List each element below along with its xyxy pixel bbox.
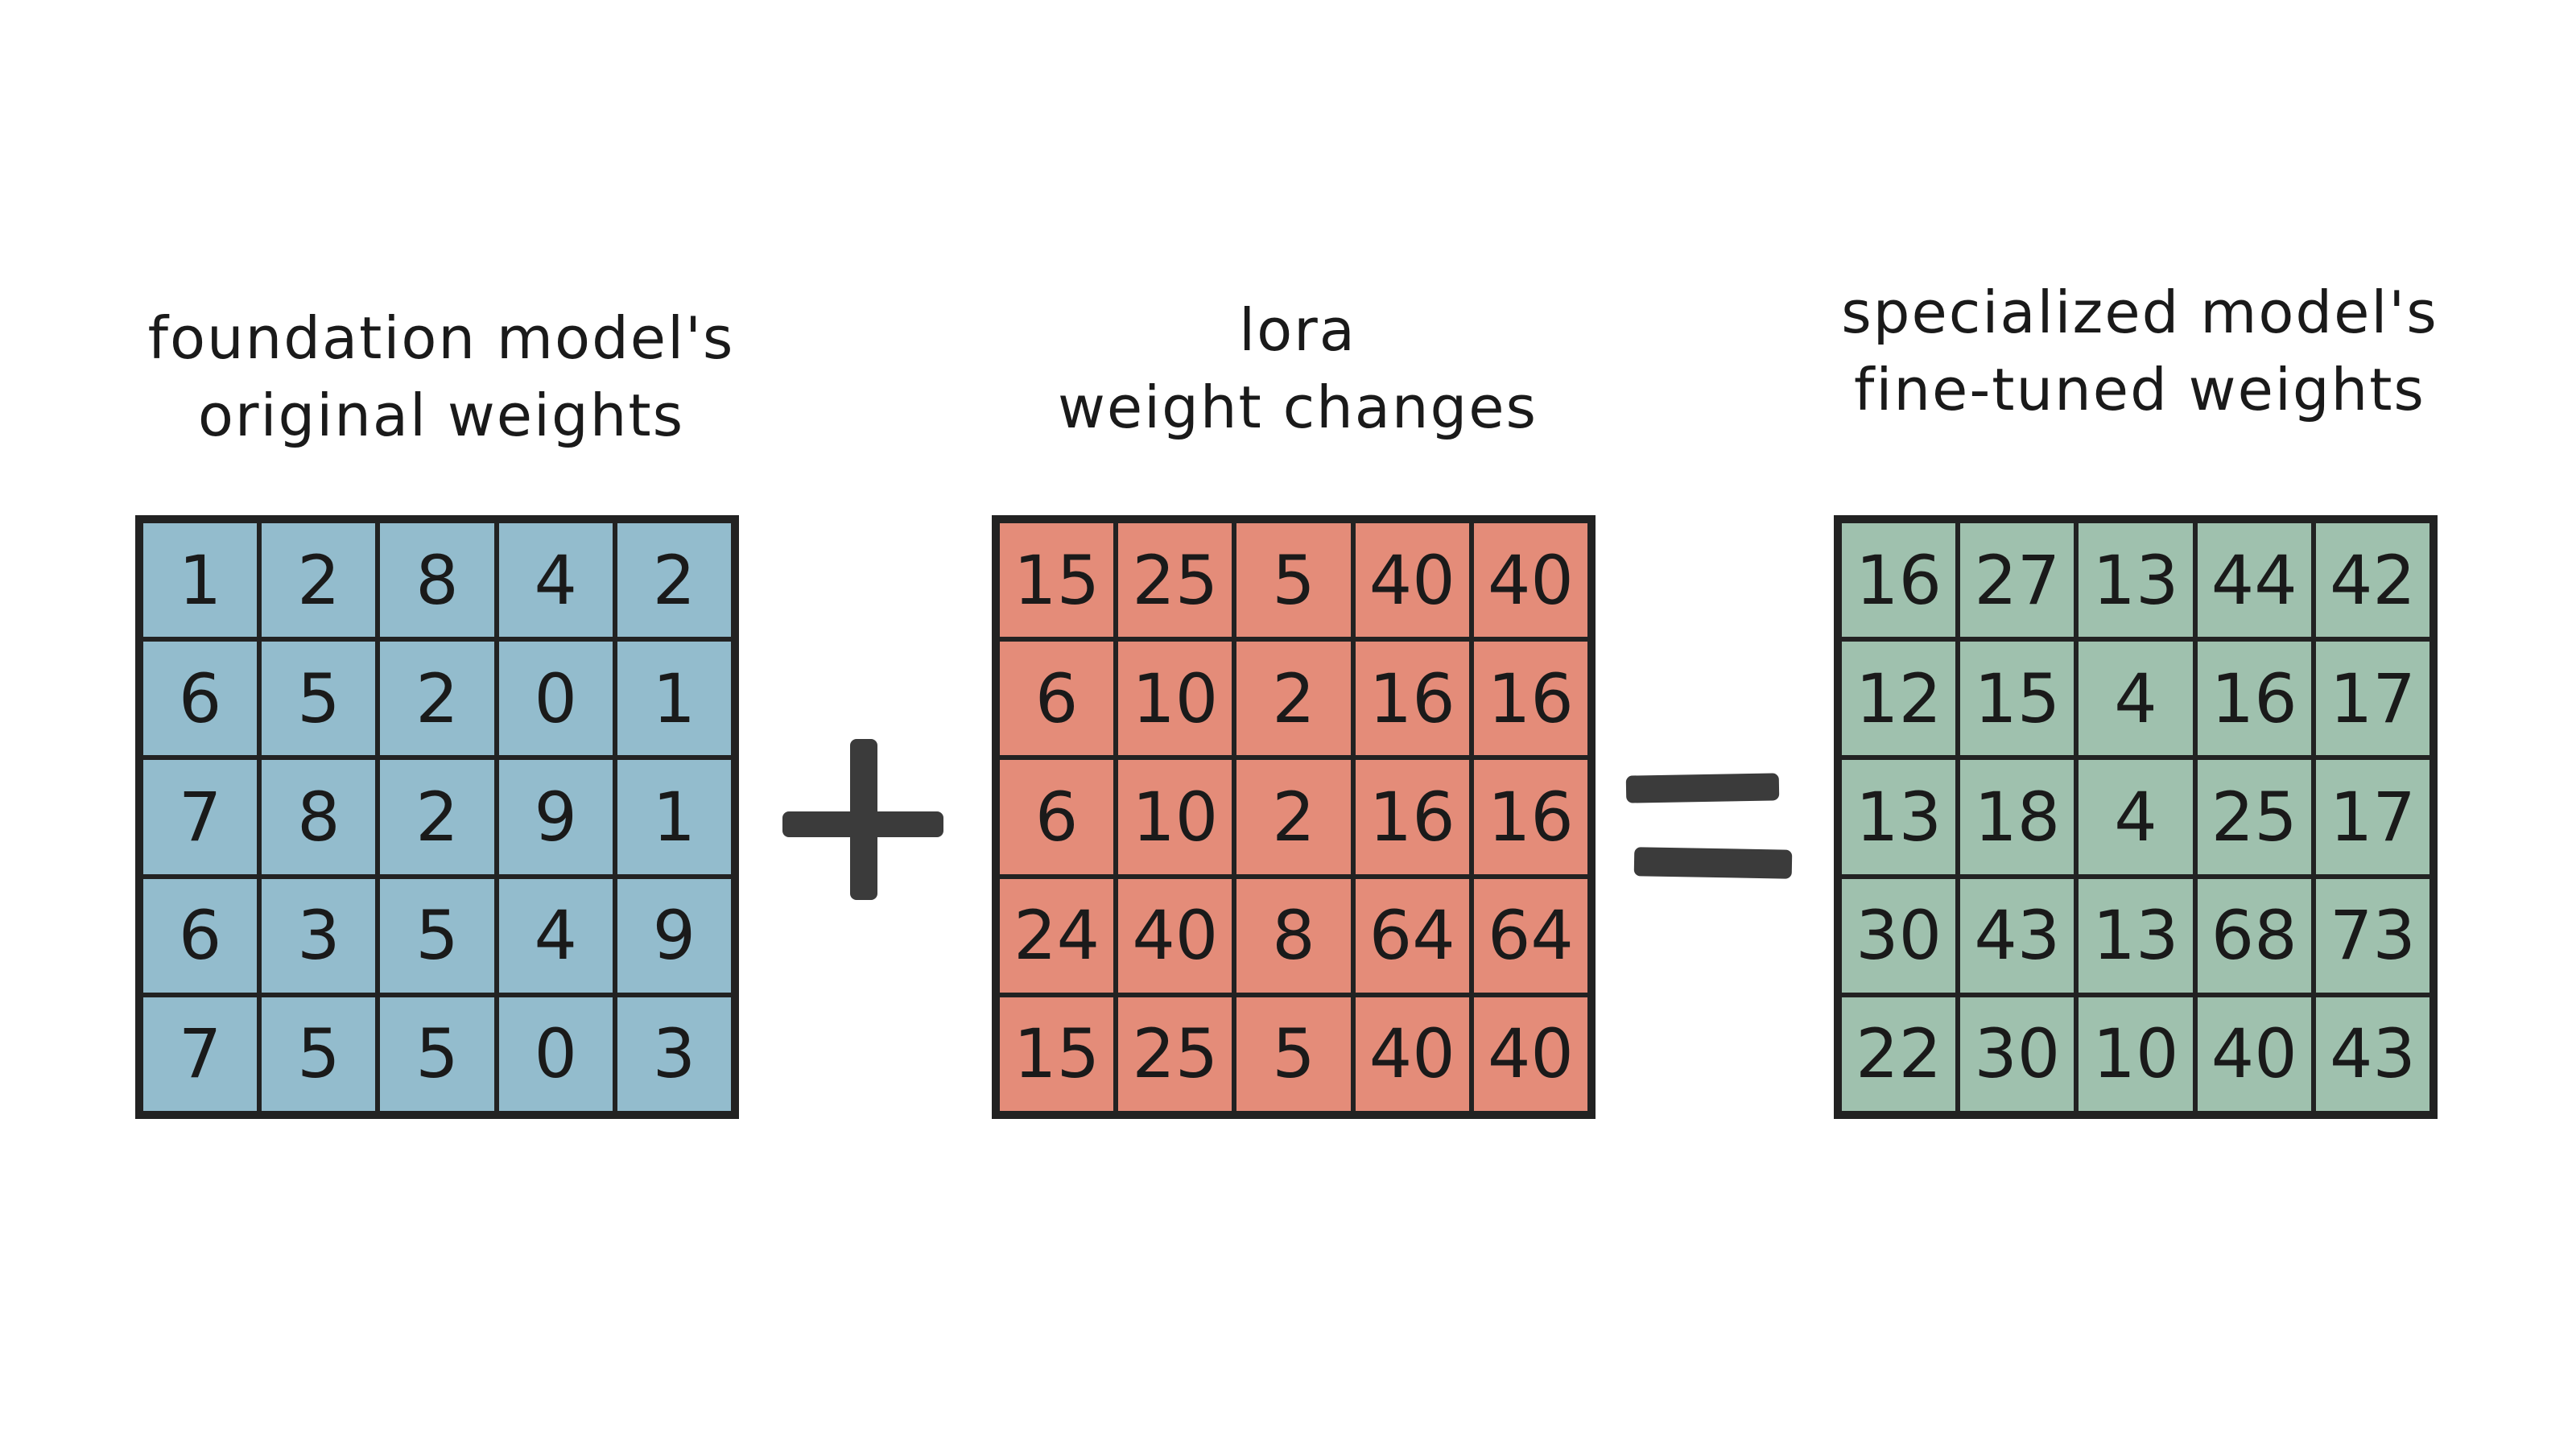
- matrix-cell: 17: [2313, 639, 2432, 758]
- matrix-cell: 1: [614, 639, 733, 758]
- fine-tuned-weights-title: specialized model's fine-tuned weights: [1834, 274, 2446, 428]
- matrix-cell: 30: [1958, 994, 2077, 1113]
- matrix-cell: 25: [2194, 758, 2314, 877]
- matrix-cell: 5: [1234, 994, 1353, 1113]
- matrix-cell: 15: [1958, 639, 2077, 758]
- matrix-cell: 2: [259, 521, 378, 640]
- matrix-cell: 40: [1471, 994, 1590, 1113]
- matrix-cell: 10: [2076, 994, 2195, 1113]
- foundation-weights-title: foundation model's original weights: [135, 299, 747, 454]
- matrix-cell: 40: [1352, 521, 1472, 640]
- matrix-cell: 0: [496, 639, 615, 758]
- matrix-cell: 27: [1958, 521, 2077, 640]
- matrix-cell: 40: [2194, 994, 2314, 1113]
- plus-sign: [773, 733, 950, 910]
- matrix-cell: 16: [1839, 521, 1959, 640]
- equals-top-bar: [1625, 773, 1780, 803]
- matrix-cell: 2: [1234, 758, 1353, 877]
- title-line-2: fine-tuned weights: [1854, 356, 2425, 423]
- matrix-cell: 5: [259, 994, 378, 1113]
- matrix-cell: 13: [2076, 876, 2195, 995]
- matrix-cell: 2: [378, 639, 497, 758]
- matrix-cell: 16: [1471, 758, 1590, 877]
- matrix-cell: 5: [378, 876, 497, 995]
- matrix-cell: 15: [997, 521, 1117, 640]
- matrix-cell: 6: [141, 639, 260, 758]
- matrix-cell: 8: [378, 521, 497, 640]
- matrix-cell: 4: [2076, 639, 2195, 758]
- matrix-cell: 24: [997, 876, 1117, 995]
- matrix-cell: 6: [997, 758, 1117, 877]
- matrix-cell: 8: [259, 758, 378, 877]
- equals-sign: [1618, 765, 1795, 942]
- matrix-cell: 2: [378, 758, 497, 877]
- matrix-cell: 42: [2313, 521, 2432, 640]
- matrix-cell: 13: [2076, 521, 2195, 640]
- matrix-cell: 4: [496, 521, 615, 640]
- title-line-1: lora: [1239, 296, 1356, 364]
- matrix-cell: 4: [2076, 758, 2195, 877]
- equals-bottom-bar: [1633, 847, 1793, 879]
- matrix-cell: 10: [1116, 758, 1235, 877]
- matrix-cell: 25: [1116, 994, 1235, 1113]
- matrix-cell: 12: [1839, 639, 1959, 758]
- matrix-cell: 40: [1471, 521, 1590, 640]
- matrix-cell: 4: [496, 876, 615, 995]
- matrix-cell: 40: [1116, 876, 1235, 995]
- matrix-cell: 43: [2313, 994, 2432, 1113]
- matrix-cell: 17: [2313, 758, 2432, 877]
- matrix-cell: 16: [1352, 639, 1472, 758]
- matrix-cell: 44: [2194, 521, 2314, 640]
- matrix-cell: 64: [1352, 876, 1472, 995]
- matrix-cell: 13: [1839, 758, 1959, 877]
- matrix-cell: 15: [997, 994, 1117, 1113]
- matrix-cell: 25: [1116, 521, 1235, 640]
- matrix-cell: 2: [1234, 639, 1353, 758]
- matrix-cell: 9: [614, 876, 733, 995]
- matrix-cell: 18: [1958, 758, 2077, 877]
- matrix-cell: 73: [2313, 876, 2432, 995]
- matrix-cell: 5: [1234, 521, 1353, 640]
- title-line-1: specialized model's: [1841, 279, 2438, 346]
- matrix-cell: 40: [1352, 994, 1472, 1113]
- matrix-cell: 1: [141, 521, 260, 640]
- plus-vertical-bar: [850, 739, 877, 900]
- matrix-cell: 16: [1471, 639, 1590, 758]
- matrix-cell: 43: [1958, 876, 2077, 995]
- matrix-cell: 3: [259, 876, 378, 995]
- matrix-cell: 1: [614, 758, 733, 877]
- title-line-1: foundation model's: [147, 304, 735, 372]
- matrix-cell: 7: [141, 758, 260, 877]
- matrix-cell: 16: [1352, 758, 1472, 877]
- matrix-cell: 22: [1839, 994, 1959, 1113]
- matrix-cell: 3: [614, 994, 733, 1113]
- matrix-cell: 8: [1234, 876, 1353, 995]
- lora-changes-title: lora weight changes: [992, 291, 1604, 446]
- title-line-2: weight changes: [1057, 374, 1538, 441]
- matrix-cell: 9: [496, 758, 615, 877]
- matrix-cell: 5: [259, 639, 378, 758]
- matrix-cell: 16: [2194, 639, 2314, 758]
- matrix-cell: 5: [378, 994, 497, 1113]
- matrix-cell: 6: [997, 639, 1117, 758]
- matrix-cell: 68: [2194, 876, 2314, 995]
- matrix-cell: 2: [614, 521, 733, 640]
- matrix-cell: 10: [1116, 639, 1235, 758]
- matrix-cell: 64: [1471, 876, 1590, 995]
- matrix-cell: 30: [1839, 876, 1959, 995]
- title-line-2: original weights: [197, 382, 685, 449]
- matrix-cell: 0: [496, 994, 615, 1113]
- matrix-cell: 6: [141, 876, 260, 995]
- matrix-cell: 7: [141, 994, 260, 1113]
